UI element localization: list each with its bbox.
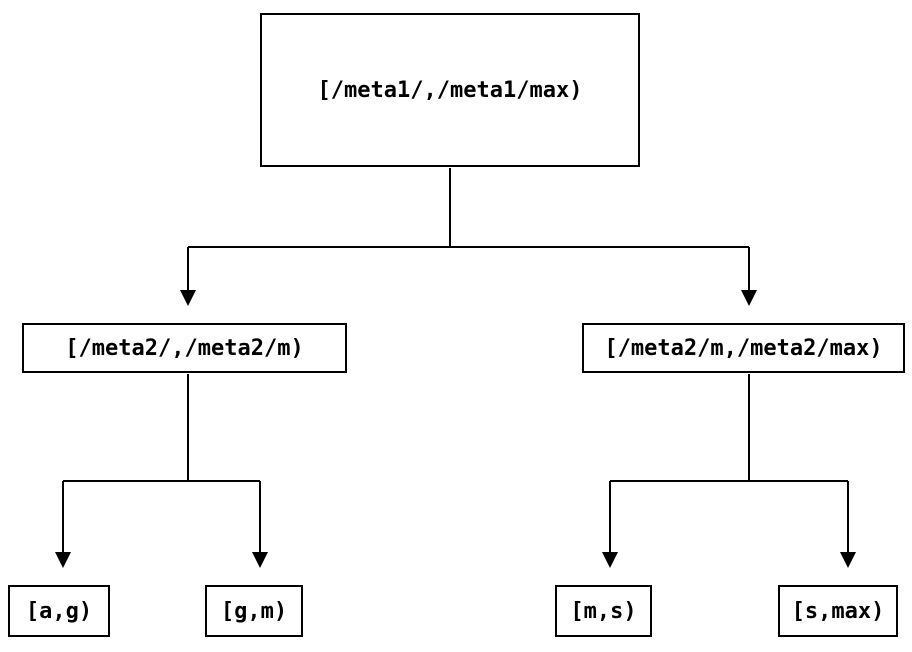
node-leaf-m-s: [m,s)	[555, 585, 652, 637]
node-label: [s,max)	[791, 598, 885, 624]
node-label: [m,s)	[570, 598, 637, 624]
node-label: [a,g)	[25, 598, 93, 624]
node-label: [g,m)	[220, 598, 288, 624]
node-label: [/meta2/m,/meta2/max)	[604, 335, 883, 361]
node-leaf-s-max: [s,max)	[778, 585, 898, 637]
connector-root-to-children	[180, 168, 757, 306]
arrowhead-down	[252, 552, 268, 568]
node-leaf-a-g: [a,g)	[8, 585, 110, 637]
node-label: [/meta1/,/meta1/max)	[317, 77, 583, 103]
connector-right-child-to-leaves	[602, 374, 856, 568]
node-leaf-g-m: [g,m)	[205, 585, 303, 637]
arrowhead-down	[180, 290, 196, 306]
arrowhead-down	[741, 290, 757, 306]
arrowhead-down	[602, 552, 618, 568]
node-left-subrange: [/meta2/,/meta2/m)	[22, 323, 347, 373]
arrowhead-down	[55, 552, 71, 568]
node-label: [/meta2/,/meta2/m)	[65, 335, 304, 361]
arrowhead-down	[840, 552, 856, 568]
connector-left-child-to-leaves	[55, 374, 268, 568]
node-root-range: [/meta1/,/meta1/max)	[260, 13, 640, 167]
node-right-subrange: [/meta2/m,/meta2/max)	[582, 323, 905, 373]
